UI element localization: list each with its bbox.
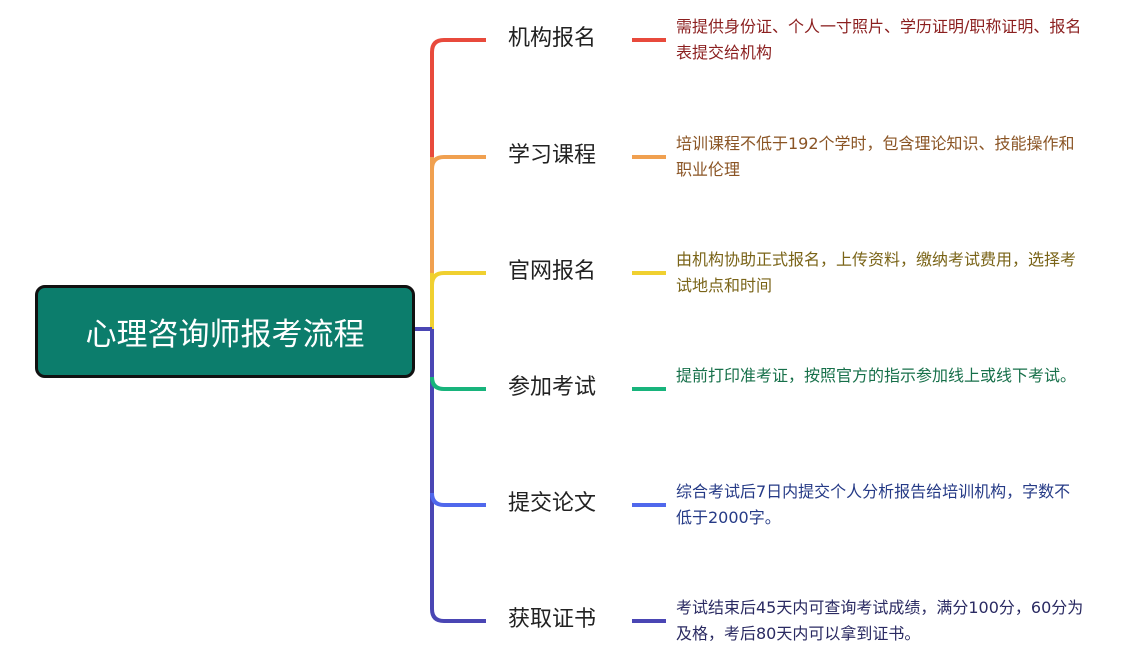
branch-label[interactable]: 参加考试 bbox=[508, 375, 597, 400]
branch-description[interactable]: 提前打印准考证，按照官方的指示参加线上或线下考试。 bbox=[676, 366, 1077, 385]
branch-label[interactable]: 学习课程 bbox=[508, 143, 597, 168]
branch-description[interactable]: 由机构协助正式报名，上传资料，缴纳考试费用，选择考试地点和时间 bbox=[676, 250, 1077, 295]
branch-label[interactable]: 提交论文 bbox=[508, 491, 597, 516]
branch-connector bbox=[430, 492, 486, 507]
root-node[interactable]: 心理咨询师报考流程 bbox=[35, 285, 415, 378]
branch-connector bbox=[430, 271, 486, 286]
branch-description[interactable]: 培训课程不低于192个学时，包含理论知识、技能操作和职业伦理 bbox=[676, 134, 1075, 179]
branch-label[interactable]: 获取证书 bbox=[508, 607, 597, 632]
branch-connector bbox=[430, 376, 486, 391]
branch-description[interactable]: 需提供身份证、个人一寸照片、学历证明/职称证明、报名表提交给机构 bbox=[676, 17, 1082, 62]
trunk-line bbox=[430, 38, 486, 157]
branch-label[interactable]: 机构报名 bbox=[508, 26, 597, 51]
branch-label[interactable]: 官网报名 bbox=[508, 259, 597, 284]
root-title: 心理咨询师报考流程 bbox=[85, 317, 365, 353]
branch-description[interactable]: 综合考试后7日内提交个人分析报告给培训机构，字数不低于2000字。 bbox=[676, 482, 1071, 527]
branch-connector bbox=[430, 155, 486, 170]
trunk-line bbox=[412, 327, 486, 623]
branch-description[interactable]: 考试结束后45天内可查询考试成绩，满分100分，60分为及格，考后80天内可以拿… bbox=[676, 598, 1084, 643]
